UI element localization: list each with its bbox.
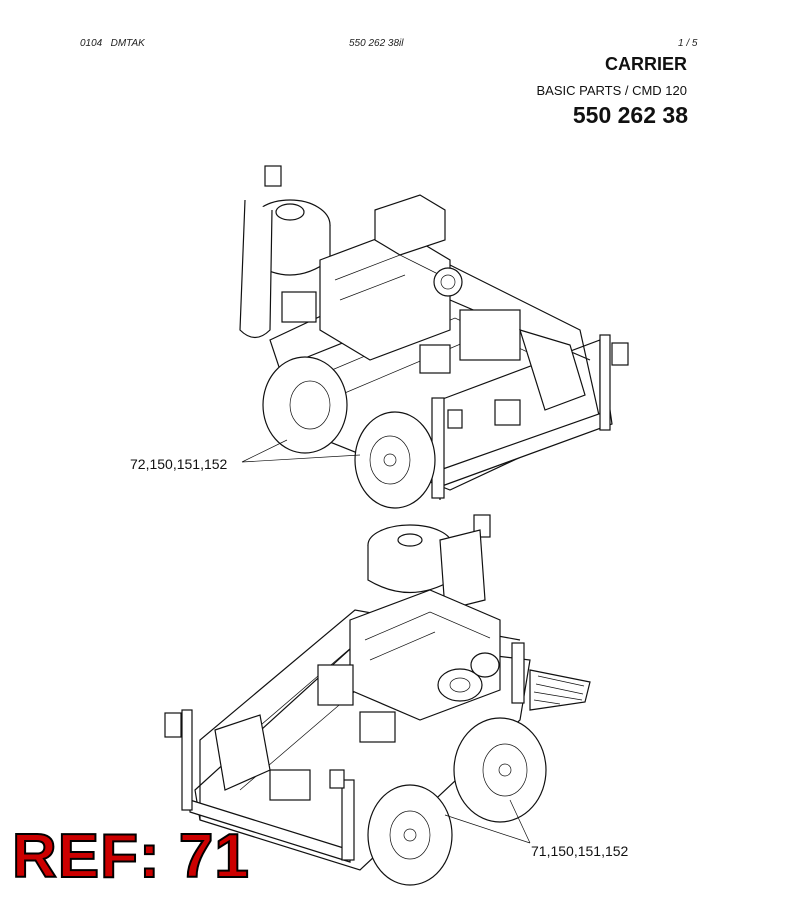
carrier-bottom-view	[164, 514, 591, 886]
wheel-front-top	[354, 411, 436, 509]
work-light-left	[447, 409, 463, 429]
callout-top-wheels: 72,150,151,152	[130, 456, 228, 472]
light-post-front-right	[341, 779, 355, 861]
doc-code: DMTAK	[110, 38, 145, 49]
leader-line-bottom	[444, 799, 531, 844]
work-light-front-left	[164, 712, 182, 738]
callout-bottom-wheels: 71,150,151,152	[531, 843, 629, 859]
page-subtitle: BASIC PARTS / CMD 120	[536, 83, 687, 98]
header-file-ref: 550 262 38il	[349, 38, 404, 49]
reference-stamp: REF: 71	[11, 822, 250, 891]
header-page-number: 1 / 5	[678, 38, 698, 49]
wheel-rear-bottom	[453, 717, 547, 823]
part-number: 550 262 38	[572, 102, 688, 128]
light-post-right	[599, 334, 611, 431]
page-title: CARRIER	[604, 54, 687, 74]
work-light-right	[611, 342, 629, 366]
light-post-front-left	[181, 709, 193, 811]
wheel-front-bottom	[367, 784, 453, 886]
work-light-front-right	[329, 769, 345, 789]
leader-line-top	[241, 439, 361, 463]
date-code: 0104	[80, 38, 103, 49]
work-light-top	[264, 165, 282, 187]
light-post-rear	[511, 642, 525, 704]
header-date-code: 0104 DMTAK	[80, 38, 145, 49]
wheel-rear-top	[262, 356, 348, 454]
carrier-top-view	[239, 165, 629, 509]
